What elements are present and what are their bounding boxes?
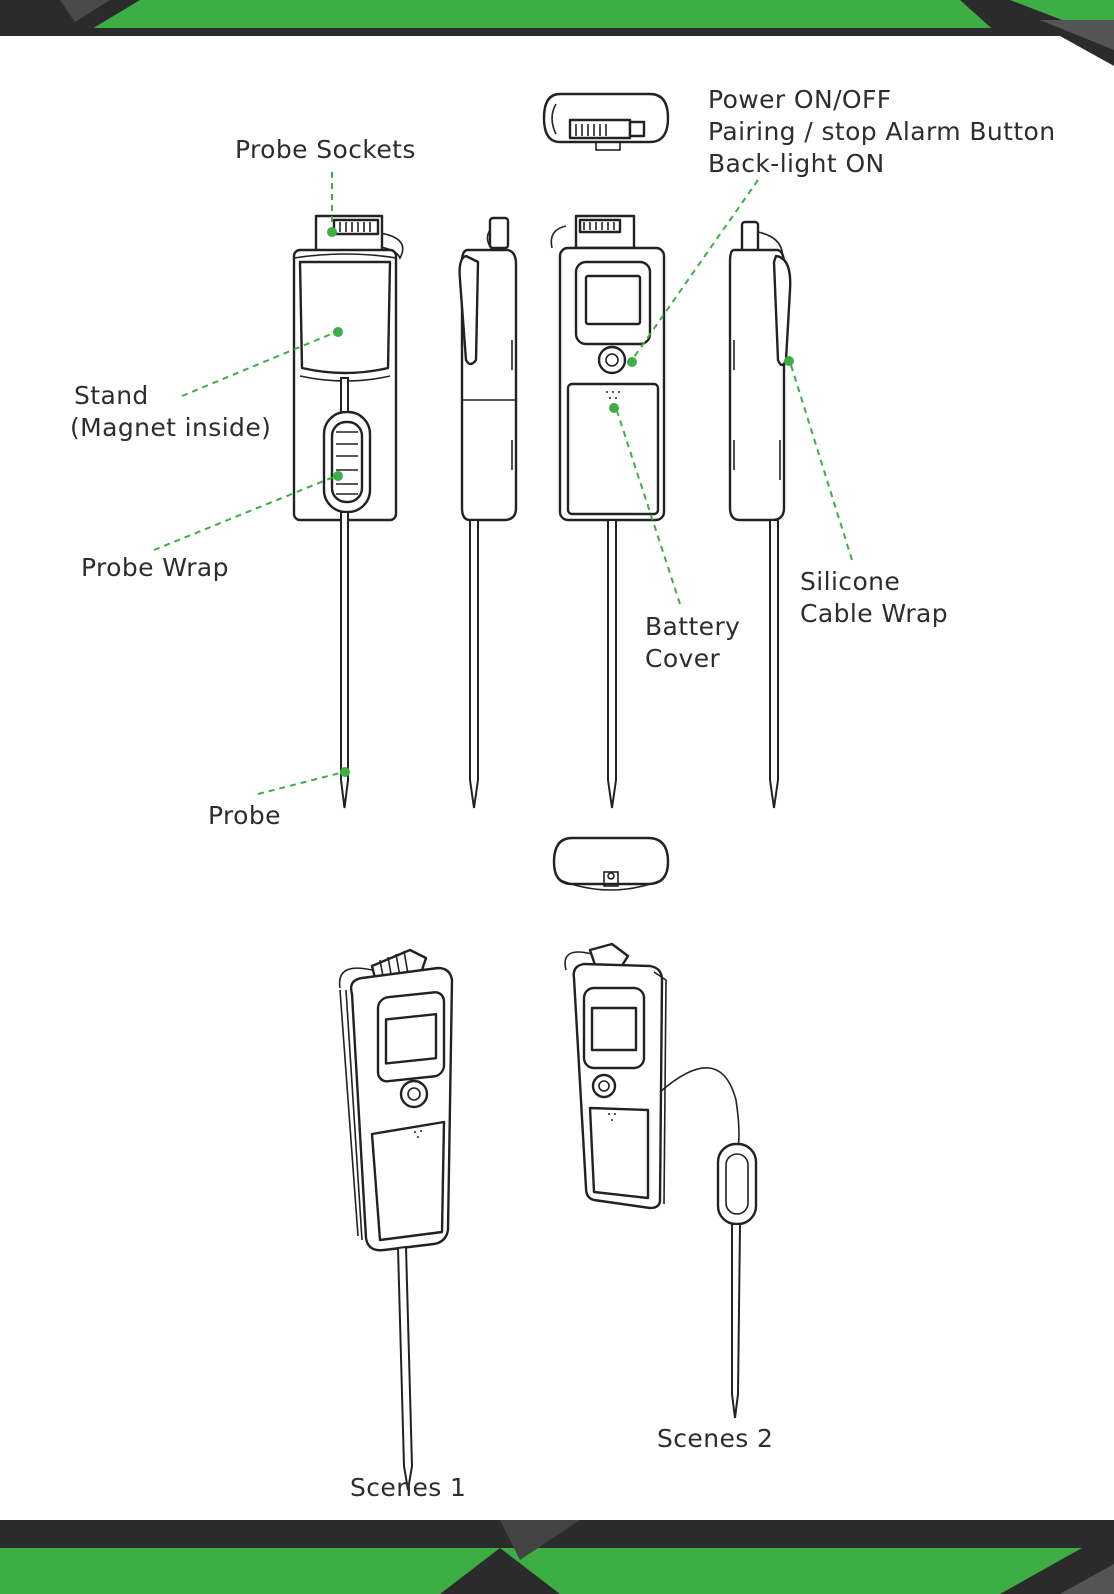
bottom-view-device (554, 838, 668, 890)
label-power-on-off: Power ON/OFF (708, 84, 892, 115)
label-cable-wrap: Cable Wrap (800, 598, 948, 629)
label-probe-sockets: Probe Sockets (235, 134, 416, 165)
top-view-device (544, 94, 668, 150)
label-scenes-1: Scenes 1 (350, 1472, 466, 1503)
label-scenes-2: Scenes 2 (657, 1423, 773, 1454)
label-back-light: Back-light ON (708, 148, 885, 179)
scene2-device (565, 944, 756, 1418)
label-silicone: Silicone (800, 566, 900, 597)
label-probe: Probe (208, 800, 281, 831)
label-magnet-inside: (Magnet inside) (70, 412, 271, 443)
label-stand: Stand (74, 380, 149, 411)
label-probe-wrap: Probe Wrap (81, 552, 229, 583)
side-view-device-left (460, 218, 516, 808)
front-view-device (551, 216, 664, 808)
leader-probe (258, 772, 344, 794)
label-cover: Cover (645, 643, 720, 674)
label-battery: Battery (645, 611, 740, 642)
leader-silicone-wrap (790, 362, 852, 560)
side-view-device-right (730, 222, 790, 808)
label-pairing-stop-alarm: Pairing / stop Alarm Button (708, 116, 1055, 147)
scene1-device (340, 950, 452, 1490)
back-view-device (294, 216, 403, 808)
